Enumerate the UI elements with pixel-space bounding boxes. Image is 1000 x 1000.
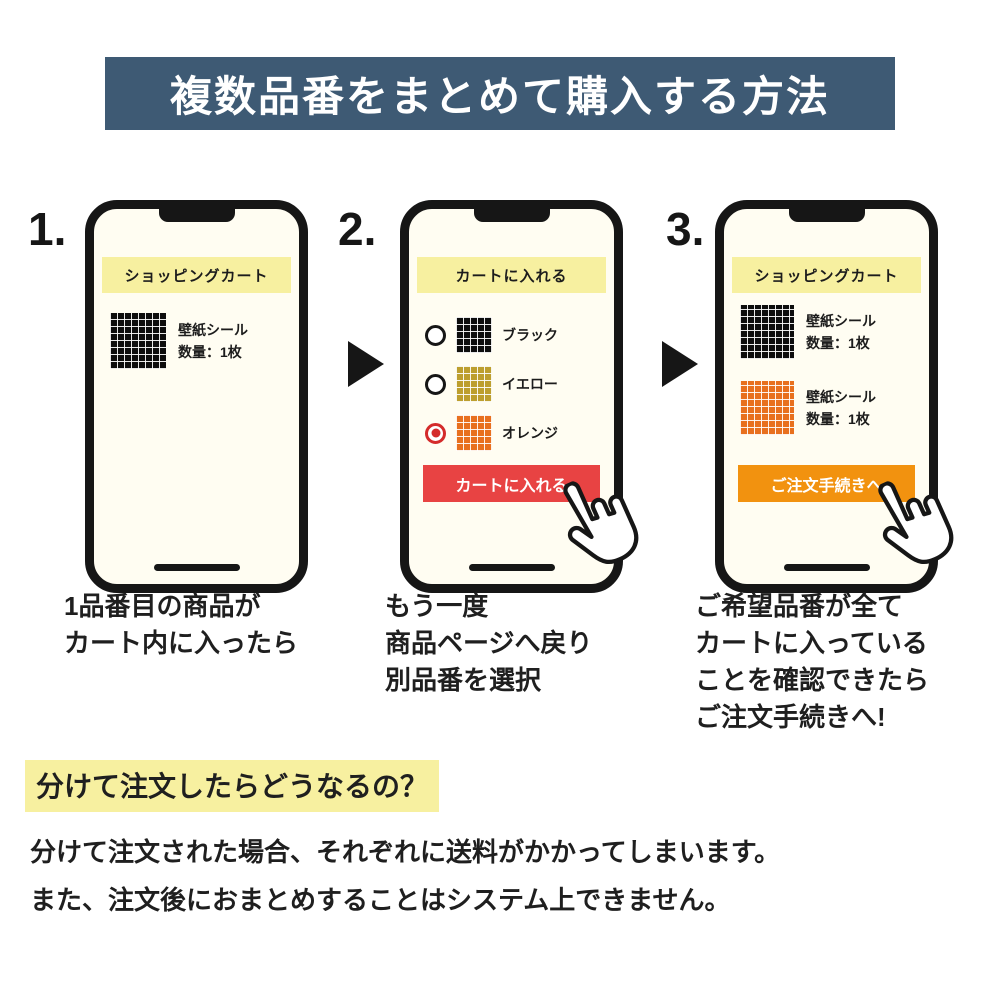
radio-unselected-icon[interactable]: [425, 373, 446, 395]
phone-notch: [473, 209, 550, 222]
product-quantity: 数量：1枚: [178, 344, 242, 360]
product-name: 壁紙シール: [806, 313, 876, 329]
color-option-label: ブラック: [502, 327, 558, 343]
phone-step-3: ショッピングカート 壁紙シール 数量：1枚 壁紙シール 数量：1枚 ご注文手続き…: [715, 200, 954, 593]
color-option-label: オレンジ: [502, 425, 558, 441]
add-to-cart-header-label: カートに入れる: [417, 257, 606, 293]
cart-header-label: ショッピングカート: [732, 257, 921, 293]
swatch-orange: [456, 415, 492, 451]
color-option-yellow: イエロー: [425, 366, 558, 402]
product-name: 壁紙シール: [178, 322, 248, 338]
footer-note-line: また、注文後におまとめすることはシステム上できません。: [30, 885, 731, 915]
product-quantity: 数量：1枚: [806, 411, 870, 427]
arrow-right-icon: [662, 341, 698, 387]
step-3-caption: ご希望品番が全て カートに入っている ことを確認できたら ご注文手続きへ!: [695, 591, 930, 732]
step-2-number: 2.: [338, 203, 377, 255]
product-name: 壁紙シール: [806, 389, 876, 405]
cart-item-text: 壁紙シール 数量：1枚: [178, 319, 248, 363]
phone-home-indicator: [468, 564, 555, 571]
step-1-number: 1.: [28, 203, 67, 255]
cart-item: 壁紙シール 数量：1枚: [110, 313, 248, 369]
phone-home-indicator: [153, 564, 240, 571]
footer-note: 分けて注文された場合、それぞれに送料がかかってしまいます。 また、注文後におまと…: [30, 828, 780, 924]
step-1-caption: 1品番目の商品が カート内に入ったら: [64, 591, 299, 658]
page-title: 複数品番をまとめて購入する方法: [169, 73, 830, 120]
phone-notch: [158, 209, 235, 222]
phone-step-2: カートに入れる ブラック イエロー オレンジ カートに入れる: [400, 200, 639, 593]
radio-selected-icon[interactable]: [425, 422, 446, 444]
swatch-black: [110, 313, 166, 369]
phone-home-indicator: [783, 564, 870, 571]
footer-note-line: 分けて注文された場合、それぞれに送料がかかってしまいます。: [30, 837, 781, 867]
swatch-yellow: [456, 366, 492, 402]
swatch-black: [456, 317, 492, 353]
color-option-label: イエロー: [502, 376, 558, 392]
footer-heading: 分けて注文したらどうなるの？: [25, 760, 440, 812]
step-2-caption: もう一度 商品ページへ戻り 別品番を選択: [385, 591, 593, 695]
phone-step-1: ショッピングカート 壁紙シール 数量：1枚: [85, 200, 308, 593]
cart-header-label: ショッピングカート: [102, 257, 291, 293]
swatch-orange: [740, 381, 794, 435]
cart-item-text: 壁紙シール 数量：1枚: [806, 386, 876, 430]
cart-item: 壁紙シール 数量：1枚: [740, 381, 876, 435]
hand-cursor-icon: [531, 463, 652, 587]
swatch-black: [740, 305, 794, 359]
arrow-right-icon: [348, 341, 384, 387]
hand-cursor-icon: [846, 463, 967, 587]
radio-unselected-icon[interactable]: [425, 324, 446, 346]
title-banner: 複数品番をまとめて購入する方法: [105, 57, 895, 130]
phone-notch: [788, 209, 865, 222]
color-option-black: ブラック: [425, 317, 558, 353]
product-quantity: 数量：1枚: [806, 335, 870, 351]
footer-heading-wrap: 分けて注文したらどうなるの？: [25, 760, 440, 812]
step-3-number: 3.: [666, 203, 705, 255]
cart-item-text: 壁紙シール 数量：1枚: [806, 310, 876, 354]
color-option-orange: オレンジ: [425, 415, 558, 451]
cart-item: 壁紙シール 数量：1枚: [740, 305, 876, 359]
